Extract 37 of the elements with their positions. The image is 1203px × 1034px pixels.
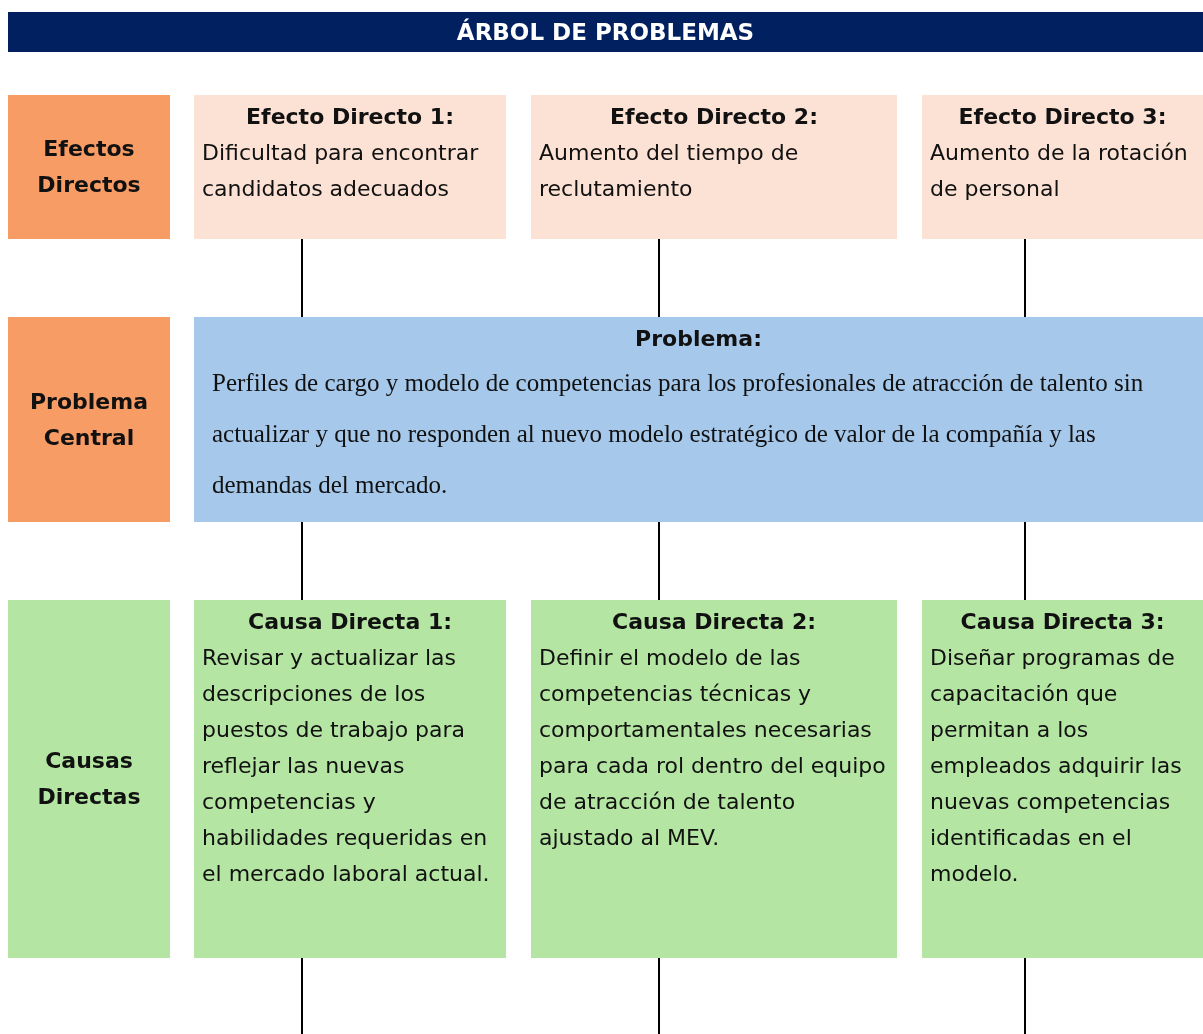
tree-box [194, 95, 506, 239]
box-heading: Efecto Directo 3: [957, 103, 1168, 131]
row-header-box [8, 600, 170, 958]
connector-line [301, 521, 303, 601]
box-text: Revisar y actualizar las descripciones de los puestos de trabajo para reflejar las nuevas competencias y habilidades requeridas en el mercado laboral actual. [202, 644, 491, 888]
tree-box [922, 600, 1203, 958]
connector-line [301, 957, 303, 1034]
tree-box [531, 600, 897, 958]
box-heading: Efecto Directo 2: [609, 103, 819, 131]
row-label: Efectos Directos [36, 135, 142, 199]
connector-line [658, 957, 660, 1034]
box-heading: Efecto Directo 1: [245, 103, 455, 131]
connector-line [301, 238, 303, 318]
box-heading: Problema: [634, 325, 763, 353]
box-heading: Causa Directa 3: [959, 608, 1166, 636]
tree-box [531, 95, 897, 239]
connector-line [658, 521, 660, 601]
connector-line [1024, 238, 1026, 318]
box-text: Perfiles de cargo y modelo de competencias para los profesionales de atracción de talento sin actualizar y que no responden al nuevo modelo estratégico de valor de la compañía y las demandas del mercado. [211, 368, 1145, 500]
connector-line [658, 238, 660, 318]
tree-box [194, 600, 506, 958]
box-text: Aumento del tiempo de reclutamiento [539, 139, 800, 203]
row-label: Causas Directas [36, 747, 142, 811]
row-header-box [8, 95, 170, 239]
box-text: Dificultad para encontrar candidatos adecuados [202, 139, 480, 203]
box-text: Definir el modelo de las competencias técnicas y comportamentales necesarias para cada rol dentro del equipo de atracción de talento ajustado al MEV. [539, 644, 887, 852]
box-heading: Causa Directa 1: [247, 608, 453, 636]
box-heading: Causa Directa 2: [611, 608, 817, 636]
row-label: Problema Central [28, 387, 150, 452]
box-text: Aumento de la rotación de personal [930, 139, 1189, 203]
box-text: Diseñar programas de capacitación que permitan a los empleados adquirir las nuevas competencias identificadas en el modelo. [930, 644, 1183, 888]
row-header-box [8, 317, 170, 522]
connector-line [1024, 521, 1026, 601]
tree-box [922, 95, 1203, 239]
problem-box [194, 317, 1203, 522]
title-banner: ÁRBOL DE PROBLEMAS [8, 12, 1203, 52]
connector-line [1024, 957, 1026, 1034]
